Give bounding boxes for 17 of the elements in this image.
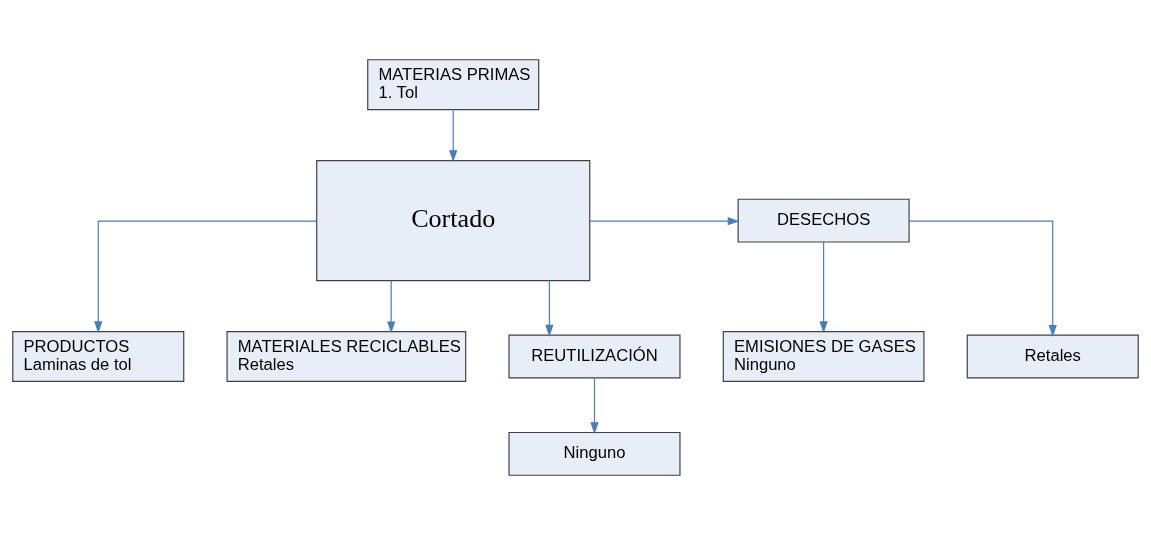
node-box: Ninguno [508,431,681,476]
node-box: Cortado [316,159,591,281]
node-box: EMISIONES DE GASES Ninguno [722,330,925,382]
node-box: DESECHOS [737,198,910,243]
arrow [387,279,396,333]
node-box: PRODUCTOS Laminas de tol [12,330,185,382]
arrow [94,220,318,333]
node-box: MATERIAS PRIMAS 1. Tol [367,58,540,110]
arrow [819,241,828,333]
arrow [449,108,458,162]
arrow [908,220,1057,337]
node-box: Retales [966,334,1139,378]
arrow [590,377,599,434]
arrow [589,216,740,225]
node-box: REUTILIZACIÓN [508,334,681,378]
node-box: MATERIALES RECICLABLES Retales [226,330,467,382]
arrow [545,279,554,337]
